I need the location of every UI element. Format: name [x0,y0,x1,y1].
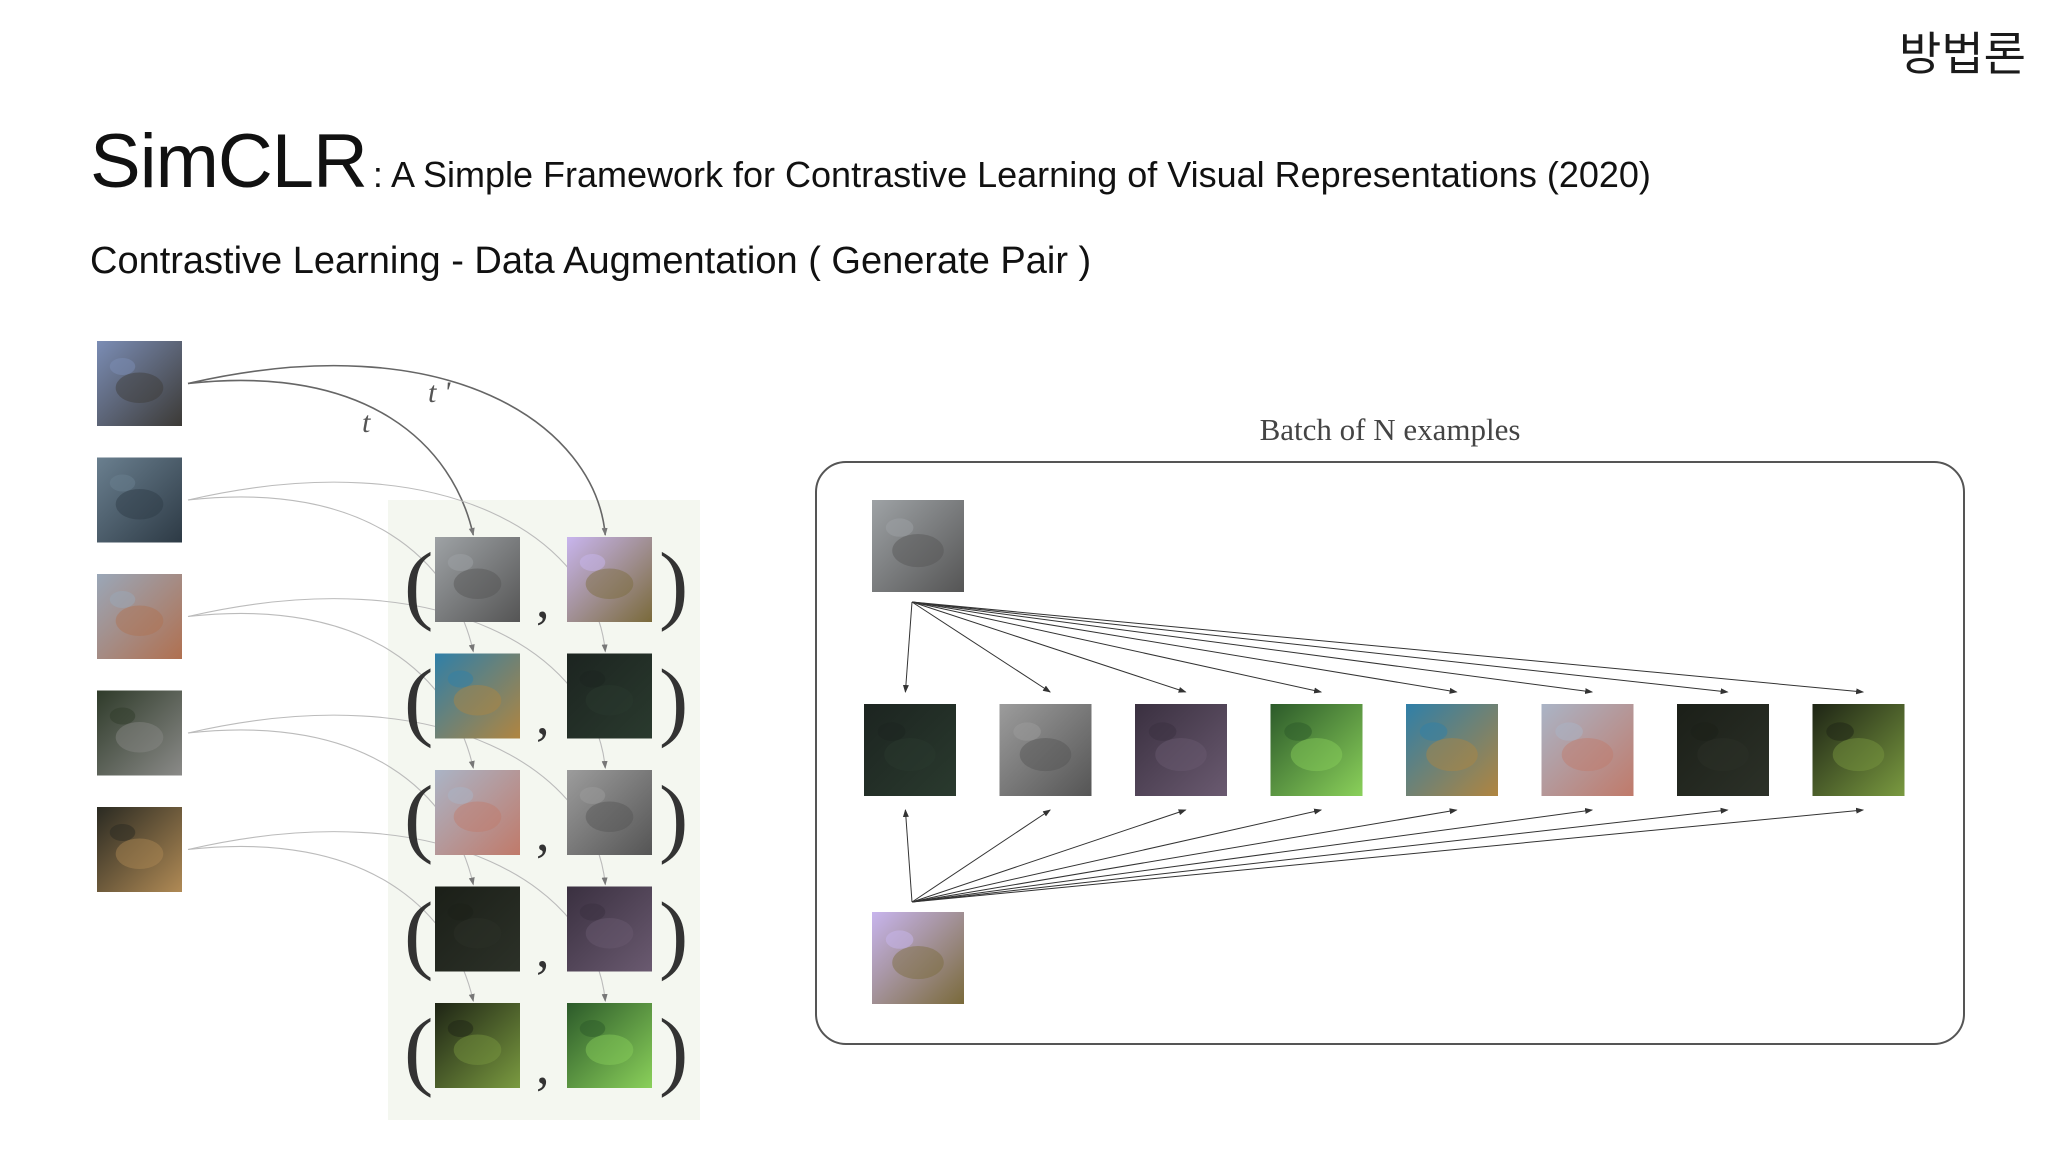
pair-right-monkey-gray [567,770,652,855]
arrow-to-negative [911,601,1458,694]
arrow-to-negative [902,809,913,903]
paren-open: ( [404,536,433,633]
pair-left-car-crop [435,653,520,739]
pair-left-airplane-gray [435,537,520,622]
source-image-monkey [97,574,182,659]
slide-title: SimCLR: A Simple Framework for Contrasti… [90,118,1651,205]
pair-right-bird-green [567,1003,652,1088]
arrow-to-negative [911,808,1458,903]
augmented-pairs: (),(),(),(),(), [404,536,688,1099]
batch-image-monkey-blur [1135,704,1227,796]
pair-right-car-dark [567,653,652,739]
paren-close: ) [659,1002,688,1099]
paren-close: ) [659,886,688,983]
arrow-t-prime [187,364,608,536]
slide-subtitle: Contrastive Learning - Data Augmentation… [90,240,1092,282]
batch-image-monkey-gray [999,704,1092,796]
source-image-airplane [97,341,182,426]
batch-image-dark-crop [1677,704,1769,796]
pair-comma: , [536,686,550,746]
anchor-bottom-airplane-violet [872,912,964,1004]
arrow-to-negative [911,807,1729,903]
pair-comma: , [536,919,550,979]
source-image-monkey-dark [97,690,182,776]
arrow-to-negative [911,601,1865,695]
source-image-bird [97,807,182,892]
source-image-vintage-car [97,457,182,543]
pair-left-dark-crop [435,886,520,972]
arrow-to-negative [911,809,1187,903]
batch-image-car-dark [864,704,956,796]
augmented-pair: (), [404,769,688,866]
augmented-pair: (), [404,653,688,750]
pair-comma: , [536,569,550,629]
batch-images [864,500,1905,1004]
paren-open: ( [404,886,433,983]
augmented-pair: (), [404,536,688,633]
arrow-to-negative [911,807,1594,903]
anchor-top-airplane-gray [872,500,964,592]
augmented-pair: (), [404,886,688,983]
pair-right-airplane-violet [567,537,652,622]
contrast-arrows [902,601,1865,903]
arrow-t [187,379,475,536]
paren-open: ( [404,653,433,750]
paren-open: ( [404,1002,433,1099]
pair-comma: , [536,1035,550,1095]
arrow-label-t: t [362,406,371,439]
batch-image-bird-green [1270,704,1363,796]
paren-close: ) [659,769,688,866]
arrow-to-negative [902,601,913,693]
batch-image-monkey-color [1541,704,1634,796]
pair-left-bird-dark [435,1003,520,1088]
pair-comma: , [536,802,550,862]
arrow-to-negative [911,809,1051,903]
batch-image-bird-dark [1812,704,1905,796]
arrow-to-negative [911,808,1323,903]
pair-left-monkey-color [435,770,520,855]
arrow-label-t-prime: t ' [428,376,451,409]
augmented-pair: (), [404,1002,688,1099]
arrow-to-negative [911,601,1594,695]
arrow-to-negative [911,601,1323,694]
title-main: SimCLR [90,119,368,204]
paren-open: ( [404,769,433,866]
section-label: 방법론 [1899,27,2026,81]
arrow-to-negative [911,601,1187,693]
arrow-to-negative [911,601,1729,695]
batch-image-car-crop [1406,704,1498,796]
batch-label: Batch of N examples [1260,412,1521,447]
pair-right-monkey-blur [567,886,652,972]
paren-close: ) [659,536,688,633]
source-images [97,341,182,892]
arrow-to-negative [911,601,1051,693]
paren-close: ) [659,653,688,750]
title-sub: : A Simple Framework for Contrastive Lea… [372,154,1651,195]
arrow-to-negative [911,807,1865,903]
batch-box [815,461,1965,1045]
